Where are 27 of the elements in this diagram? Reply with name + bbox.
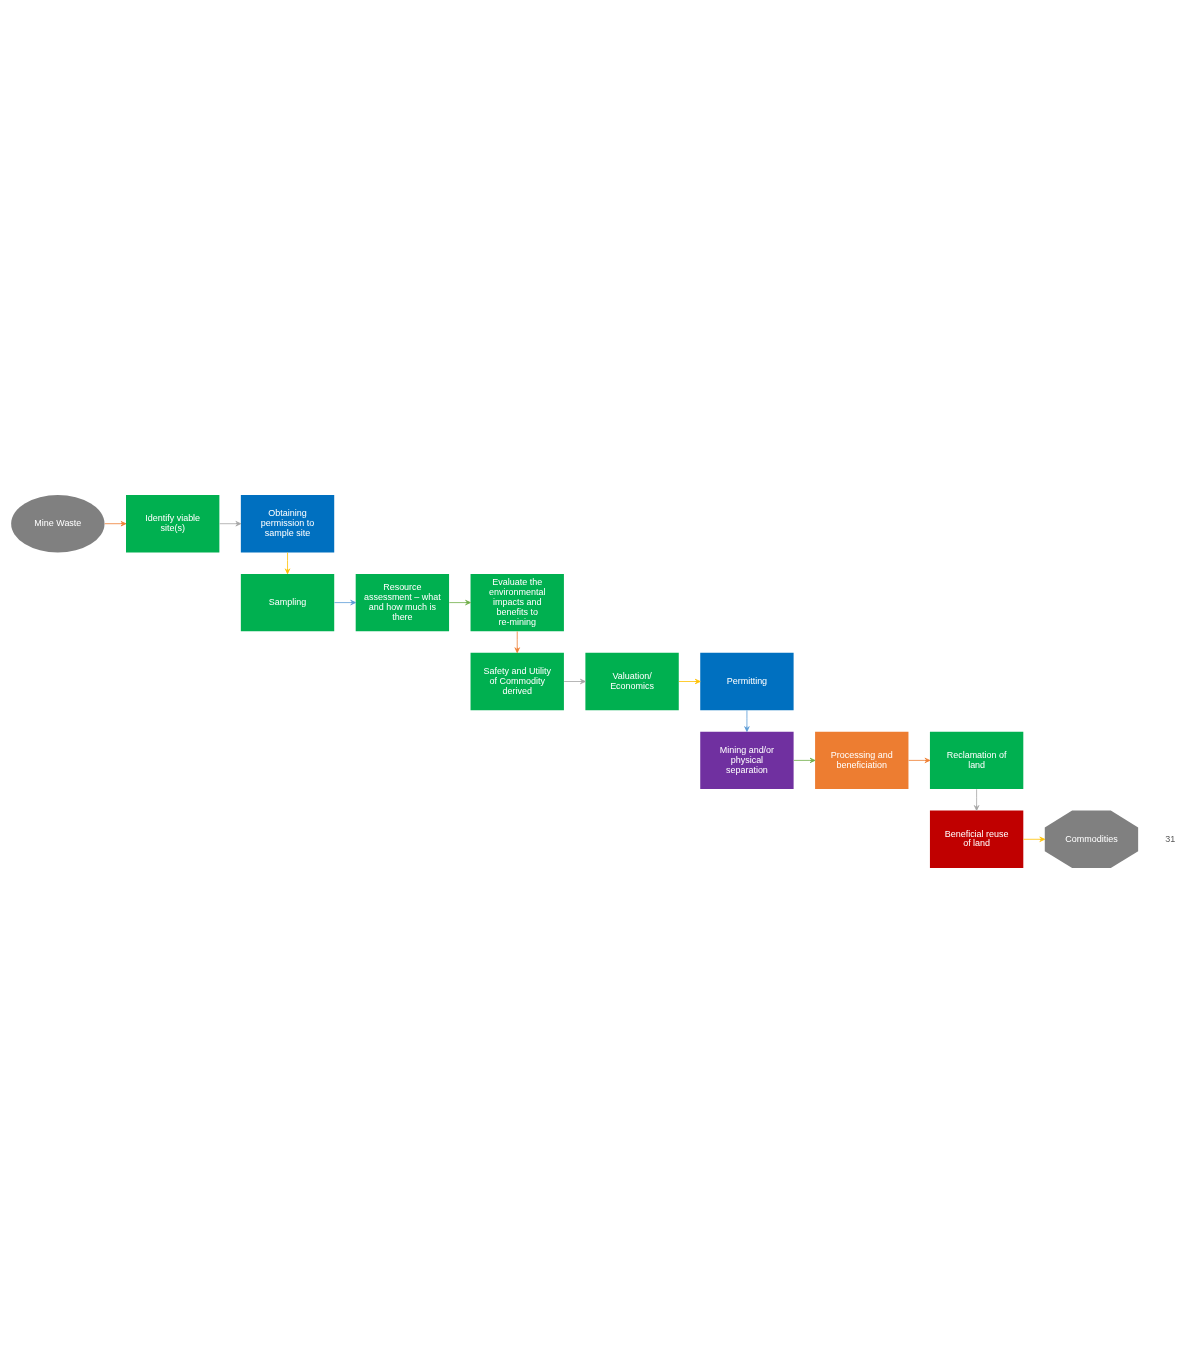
label: 31 — [1165, 832, 1176, 843]
arrow — [219, 520, 242, 526]
arrow — [973, 788, 980, 811]
node-box: Processing and beneficiation — [815, 731, 909, 789]
arrow — [793, 757, 816, 763]
node-box: Identify viable site(s) — [126, 494, 220, 552]
node-box: Sampling — [240, 573, 335, 631]
arrow — [563, 678, 586, 684]
node-box: Mining and/or physical separation — [700, 731, 794, 789]
node-box: Evaluate the environmental impacts and benefits to re-mining — [470, 573, 564, 631]
arrow — [448, 599, 471, 605]
arrow — [284, 551, 291, 574]
node-box: Beneficial reuse of land — [929, 810, 1024, 868]
node-box: Valuation/ Economics — [585, 652, 679, 710]
node-box: Obtaining permission to sample site — [240, 494, 335, 552]
arrow — [104, 520, 127, 526]
arrow — [744, 709, 750, 732]
node-box: Resource assessment – what and how much is there — [355, 573, 450, 631]
node-ellipse: Mine Waste — [11, 494, 105, 552]
node-box: Permitting — [700, 652, 794, 710]
node-box: Safety and Utility of Commodity derived — [470, 652, 564, 710]
arrow — [908, 757, 931, 763]
node-box: Reclamation of land — [929, 731, 1024, 789]
arrow — [334, 599, 357, 605]
arrow — [1023, 836, 1046, 842]
arrow — [678, 678, 701, 684]
arrow — [514, 630, 520, 653]
